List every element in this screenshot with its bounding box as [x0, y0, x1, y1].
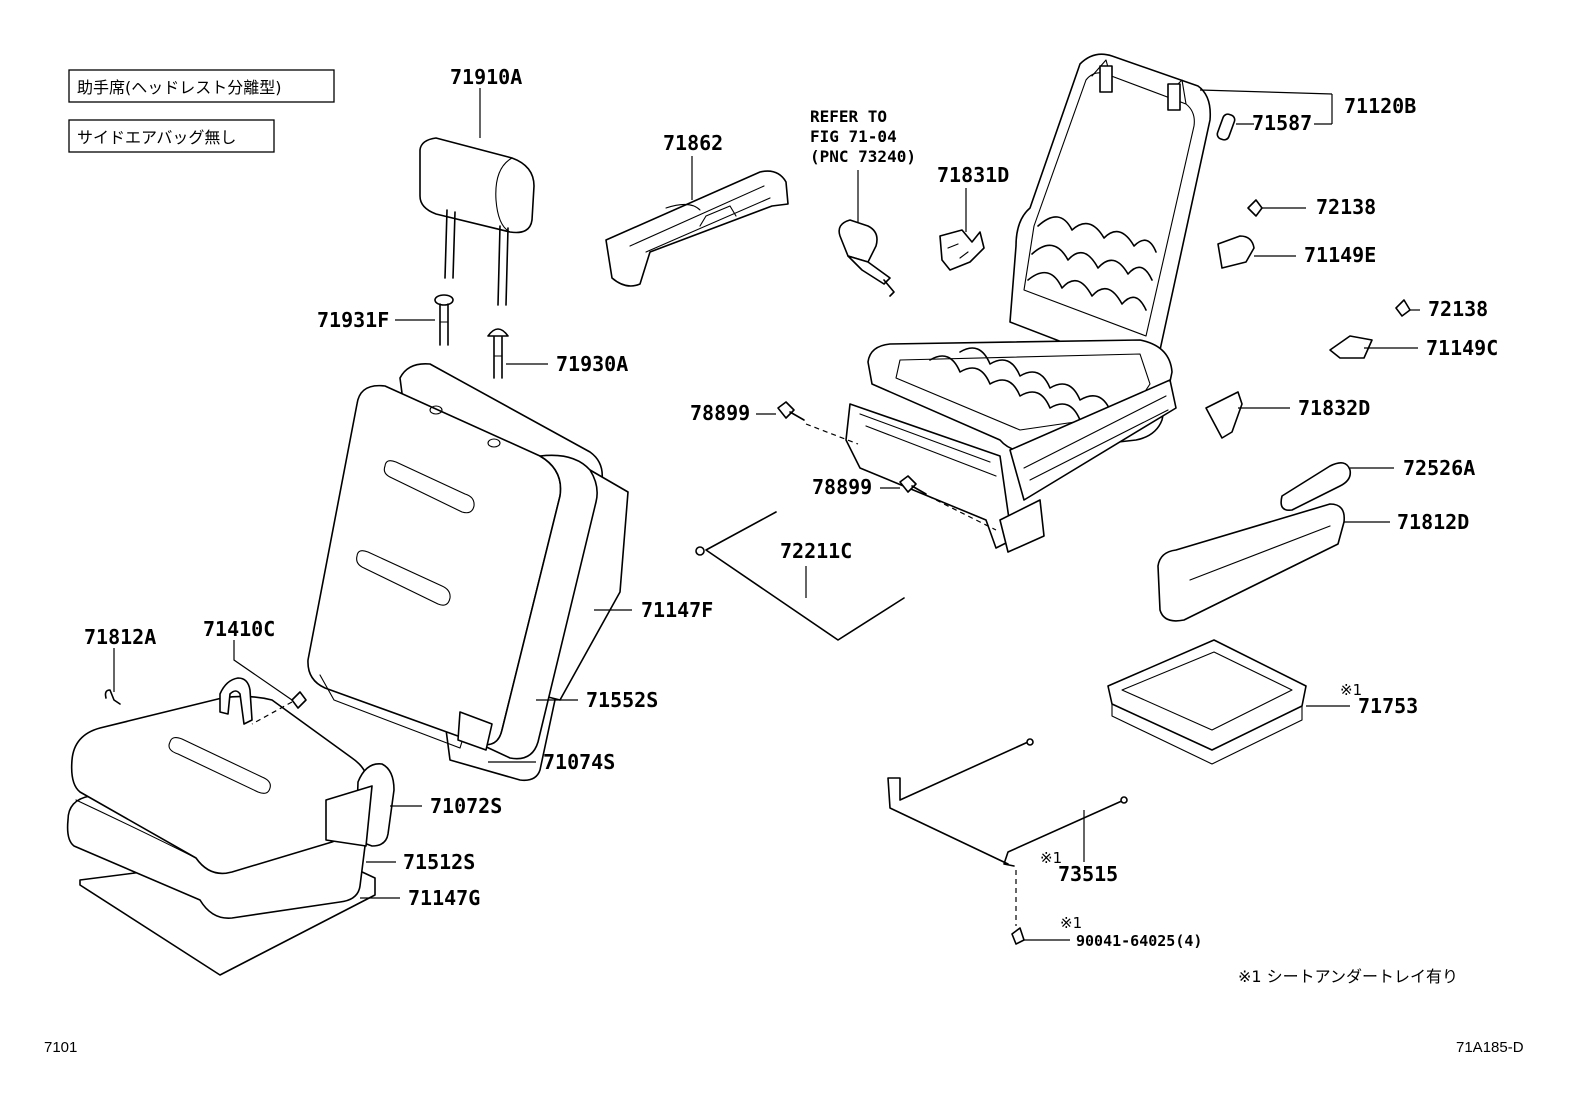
note-box-passenger-seat: 助手席(ヘッドレスト分離型) — [68, 69, 335, 103]
part-label-90041: 90041-64025(4) — [1076, 932, 1202, 950]
figure-id: 71A185-D — [1456, 1039, 1524, 1056]
refer-to-note: REFER TO FIG 71-04 (PNC 73240) — [810, 107, 916, 222]
part-label-72138-lower: 72138 — [1428, 297, 1488, 321]
mark-71753: ※1 — [1340, 681, 1362, 699]
part-label-71812D: 71812D — [1397, 510, 1469, 534]
note-passenger-seat-text: 助手席(ヘッドレスト分離型) — [77, 78, 282, 97]
part-label-73515: 73515 — [1058, 862, 1118, 886]
part-label-71149C: 71149C — [1426, 336, 1498, 360]
clip-72138b-drawing — [1395, 299, 1411, 317]
refer-to-line1: REFER TO — [810, 107, 887, 126]
cover-71149C-drawing — [1329, 335, 1373, 359]
part-label-71552S: 71552S — [586, 688, 658, 712]
mark-73515: ※1 — [1040, 849, 1062, 867]
headrest-support-71931F — [434, 294, 454, 346]
headrest-drawing — [419, 137, 535, 306]
part-label-71930A: 71930A — [556, 352, 628, 376]
seatback-drawing — [307, 362, 629, 782]
mark-90041: ※1 — [1060, 914, 1082, 932]
bolt-78899b-drawing — [899, 475, 927, 495]
part-label-78899-upper: 78899 — [690, 401, 750, 425]
part-label-71931F: 71931F — [317, 308, 389, 332]
part-labels: 71910A 71862 71831D 71120B 71587 72138 7… — [84, 65, 1498, 950]
clip-71812A-drawing — [104, 689, 121, 705]
part-label-78899-lower: 78899 — [812, 475, 872, 499]
headrest-support-71930A — [487, 328, 509, 379]
part-label-72211C: 72211C — [780, 539, 852, 563]
hook-71410C-drawing — [291, 691, 307, 709]
part-label-71120B: 71120B — [1344, 94, 1416, 118]
cover-71149E-drawing — [1217, 235, 1255, 269]
footnote: ※1 シートアンダートレイ有り — [1238, 967, 1458, 986]
part-label-71410C: 71410C — [203, 617, 275, 641]
part-label-71812A: 71812A — [84, 625, 156, 649]
note-no-side-airbag-text: サイドエアバッグ無し — [77, 128, 236, 147]
part-label-71147G: 71147G — [408, 886, 480, 910]
part-label-71862: 71862 — [663, 131, 723, 155]
part-label-71910A: 71910A — [450, 65, 522, 89]
clip-71587-drawing — [1216, 113, 1236, 141]
under-tray-71753-drawing — [1107, 639, 1307, 765]
bolt-90041-drawing — [1011, 927, 1025, 945]
part-label-72526A: 72526A — [1403, 456, 1475, 480]
part-label-72138-upper: 72138 — [1316, 195, 1376, 219]
cover-71832D-drawing — [1205, 391, 1243, 439]
shield-71812D-drawing — [1157, 503, 1346, 622]
part-label-71147F: 71147F — [641, 598, 713, 622]
seatbelt-buckle-drawing — [838, 219, 895, 297]
bolt-78899a-drawing — [777, 401, 805, 421]
lever-72526A-drawing — [1280, 462, 1352, 512]
part-label-71072S: 71072S — [430, 794, 502, 818]
part-label-71753: 71753 — [1358, 694, 1418, 718]
part-label-71587: 71587 — [1252, 111, 1312, 135]
side-cover-71862-drawing — [605, 170, 789, 287]
seat-cushion-drawing — [66, 677, 395, 976]
refer-to-line3: (PNC 73240) — [810, 147, 916, 166]
part-label-71149E: 71149E — [1304, 243, 1376, 267]
note-box-no-side-airbag: サイドエアバッグ無し — [68, 119, 275, 153]
part-label-71512S: 71512S — [403, 850, 475, 874]
clip-72138a-drawing — [1247, 199, 1263, 217]
wire-72211C-drawing — [695, 511, 905, 641]
leader-lines — [113, 88, 1420, 941]
refer-to-line2: FIG 71-04 — [810, 127, 897, 146]
bracket-71831D-drawing — [939, 229, 985, 271]
part-label-71831D: 71831D — [937, 163, 1009, 187]
part-label-71832D: 71832D — [1298, 396, 1370, 420]
part-label-71074S: 71074S — [543, 750, 615, 774]
diagram-code: 7101 — [44, 1039, 77, 1056]
wire-73515-drawing — [887, 738, 1128, 867]
seat-frame-drawing — [845, 53, 1212, 553]
